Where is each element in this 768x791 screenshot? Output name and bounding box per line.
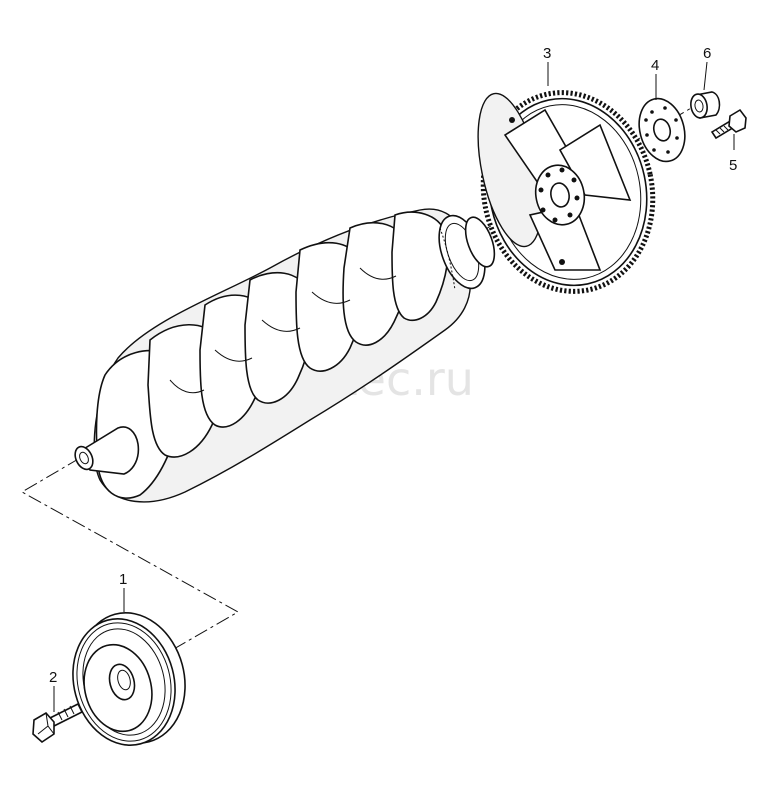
callout-3: 3 (543, 45, 551, 62)
bearing-bush-icon (690, 91, 721, 119)
bolt-icon (32, 702, 84, 744)
callout-2: 2 (49, 669, 57, 686)
callout-5: 5 (729, 157, 737, 174)
pulley-icon (72, 612, 186, 746)
callout-4: 4 (651, 57, 659, 74)
flywheel-ring-gear-icon (477, 90, 656, 294)
bolt-icon (710, 108, 747, 140)
crankshaft-icon (74, 208, 496, 503)
callout-1: 1 (119, 571, 127, 588)
shim-plate-icon (638, 97, 686, 163)
callout-leaders (53, 61, 735, 712)
callout-6: 6 (703, 45, 711, 62)
